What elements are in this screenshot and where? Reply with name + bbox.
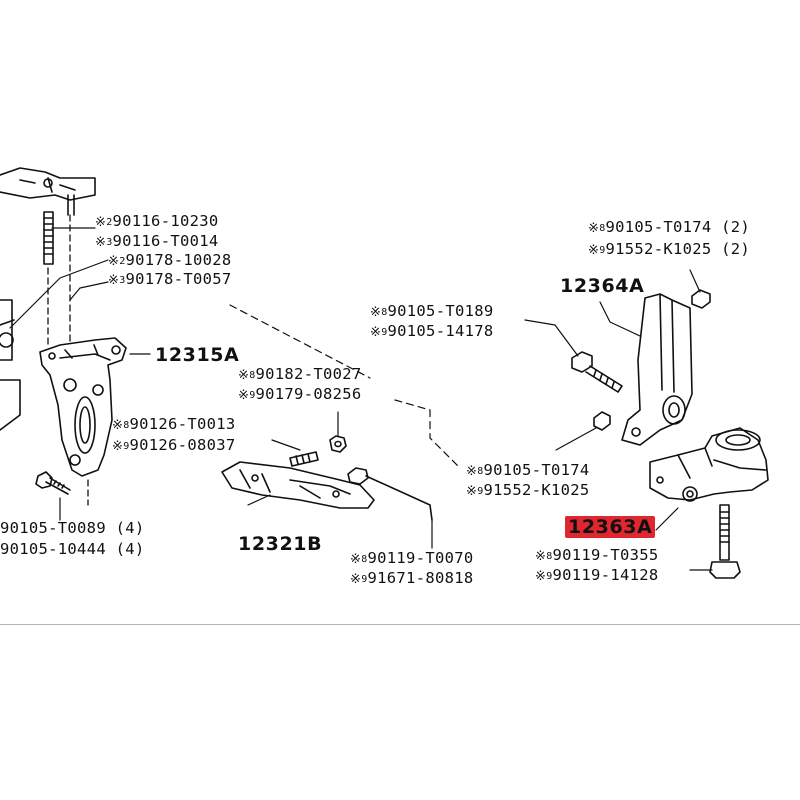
- bolt-90105-T0189: [524, 319, 623, 393]
- stud-90126-T0013: [271, 439, 319, 467]
- stud-bolt: [43, 211, 54, 265]
- fastener-label: ※991552-K1025 (2): [588, 240, 751, 258]
- nut-90179-08256: [329, 411, 347, 453]
- fastener-label: 90105-T0089 (4): [0, 519, 145, 537]
- fastener-label: ※990119-14128: [535, 566, 659, 584]
- part-label-12363A: 12363A: [565, 516, 656, 538]
- part-label-12321B: 12321B: [238, 533, 323, 555]
- fastener-label: ※890119-T0070: [350, 549, 474, 567]
- part-label-12364A: 12364A: [560, 275, 645, 297]
- frame-divider: [0, 624, 800, 625]
- fastener-label: ※890105-T0174: [466, 461, 590, 479]
- bolt-90105-T0174: [555, 411, 611, 451]
- mount-12363A: [649, 427, 769, 531]
- engine-side-edge: [0, 299, 21, 431]
- guide-lines-center: [229, 304, 461, 469]
- bolt-90105-T0089: [35, 471, 71, 495]
- leader-lines-left: [9, 227, 151, 521]
- fastener-label: ※990105-14178: [370, 322, 494, 340]
- fastener-label: ※890182-T0027: [238, 365, 362, 383]
- fastener-label: ※290178-10028: [108, 251, 232, 269]
- highlighted-part-number: 12363A: [565, 516, 656, 538]
- fastener-label: ※390116-T0014: [95, 232, 219, 250]
- bolt-90119-T0070: [347, 467, 433, 549]
- fastener-label: ※990126-08037: [112, 436, 236, 454]
- fastener-label: ※890105-T0189: [370, 302, 494, 320]
- fastener-label: ※991552-K1025: [466, 481, 590, 499]
- plate-12321B: [221, 461, 375, 509]
- bracket-12315A: [39, 337, 127, 477]
- fastener-label: ※290116-10230: [95, 212, 219, 230]
- bolt-90105-T0174-top: [689, 269, 711, 309]
- fastener-label: ※390178-T0057: [108, 270, 232, 288]
- bracket-12364A: [599, 293, 693, 446]
- part-label-12315A: 12315A: [155, 344, 240, 366]
- engine-block-fragment: [0, 167, 96, 216]
- fastener-label: ※890119-T0355: [535, 546, 659, 564]
- fastener-label: 90105-10444 (4): [0, 540, 145, 558]
- fastener-label: ※890126-T0013: [112, 415, 236, 433]
- fastener-label: ※890105-T0174 (2): [588, 218, 751, 236]
- guide-lines: [47, 214, 89, 506]
- fastener-label: ※990179-08256: [238, 385, 362, 403]
- fastener-label: ※991671-80818: [350, 569, 474, 587]
- bolt-90119-T0355: [689, 504, 741, 579]
